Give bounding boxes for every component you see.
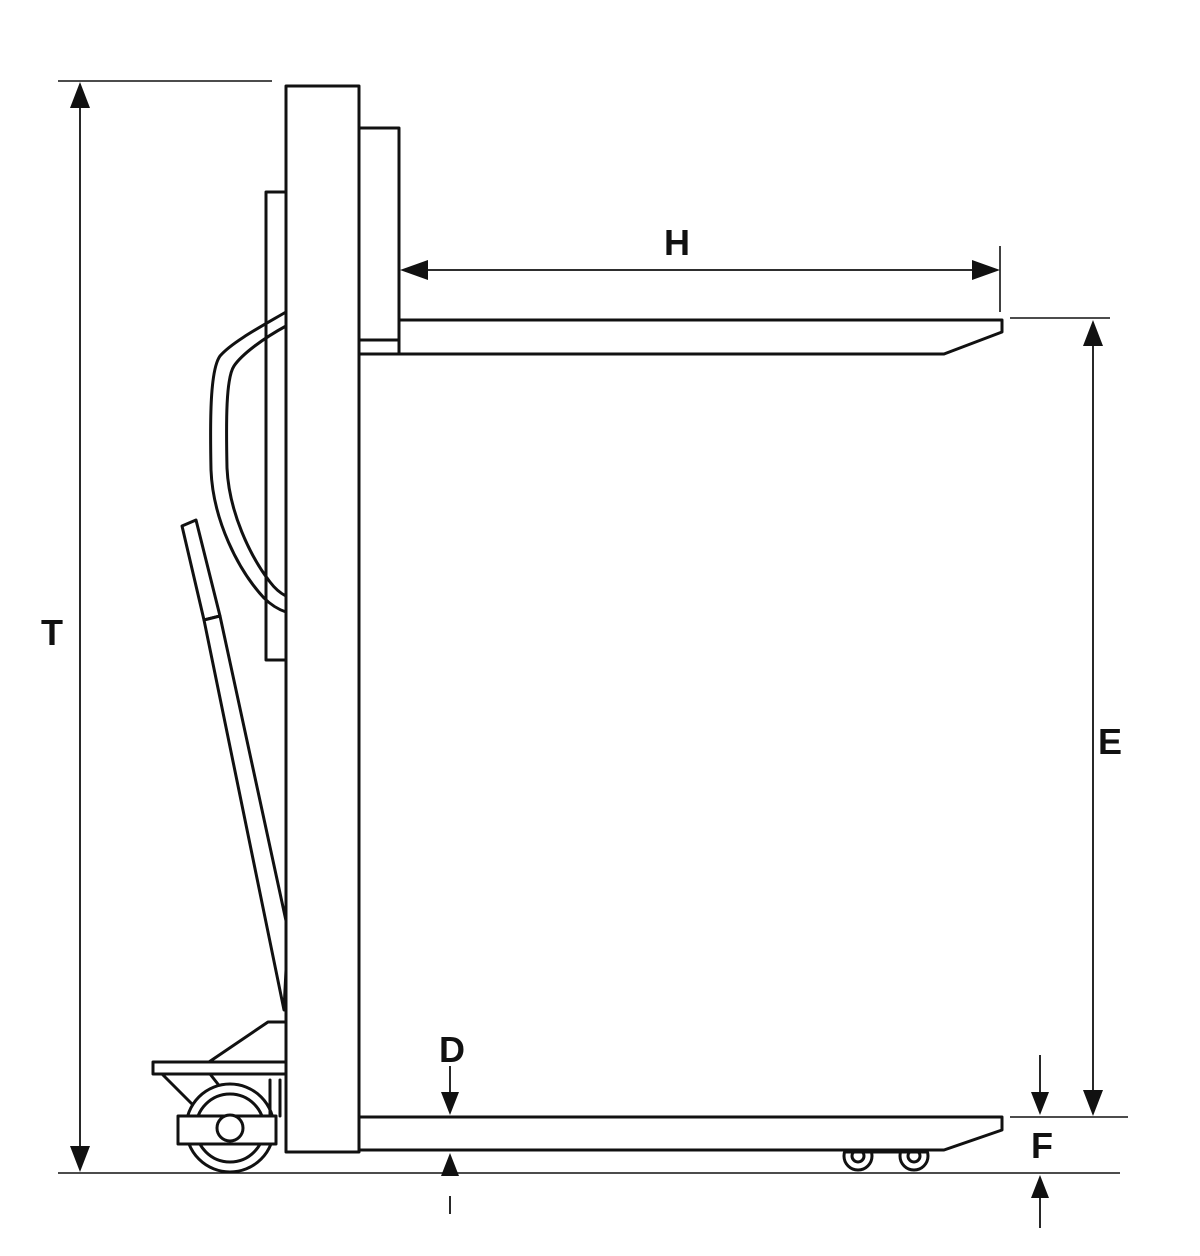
- dimension-D: D: [439, 1029, 465, 1214]
- pedal-bracket: [204, 1020, 290, 1066]
- dimension-H-label: H: [664, 222, 690, 263]
- dimension-F: F: [1031, 1055, 1053, 1228]
- fork-lowered: [357, 1115, 1004, 1152]
- dimension-E-label: E: [1098, 721, 1122, 762]
- dimension-T-arrow-bottom: [70, 1146, 90, 1172]
- dimension-E-arrow-bottom: [1083, 1090, 1103, 1116]
- rear-wheel-assembly: [160, 1072, 282, 1174]
- push-handle-outer: [209, 310, 288, 614]
- dimension-H: H: [400, 222, 1001, 312]
- dimension-H-arrow-left: [400, 260, 428, 280]
- dimension-T: T: [41, 80, 1120, 1174]
- dimension-F-arrow-down: [1031, 1092, 1049, 1115]
- dimension-D-arrow-down: [441, 1092, 459, 1115]
- rear-wheel-hub: [215, 1113, 245, 1143]
- mast-column: [284, 84, 361, 1154]
- fork-raised: [357, 318, 1004, 356]
- push-handle-inner: [225, 324, 288, 598]
- base-leg: [357, 1115, 1004, 1172]
- dimension-D-arrow-up: [441, 1153, 459, 1176]
- pump-lever-shaft: [202, 614, 290, 1012]
- dimension-H-arrow-right: [972, 260, 1000, 280]
- dimension-F-arrow-up: [1031, 1175, 1049, 1198]
- dimension-F-label: F: [1031, 1125, 1053, 1166]
- dimension-E: E: [1010, 317, 1128, 1118]
- dimension-T-arrow-top: [70, 82, 90, 108]
- dimension-T-label: T: [41, 612, 63, 653]
- pump-lever-grip: [180, 518, 222, 622]
- dimension-D-label: D: [439, 1029, 465, 1070]
- fork-carriage: [357, 126, 401, 356]
- dimension-E-arrow-top: [1083, 320, 1103, 346]
